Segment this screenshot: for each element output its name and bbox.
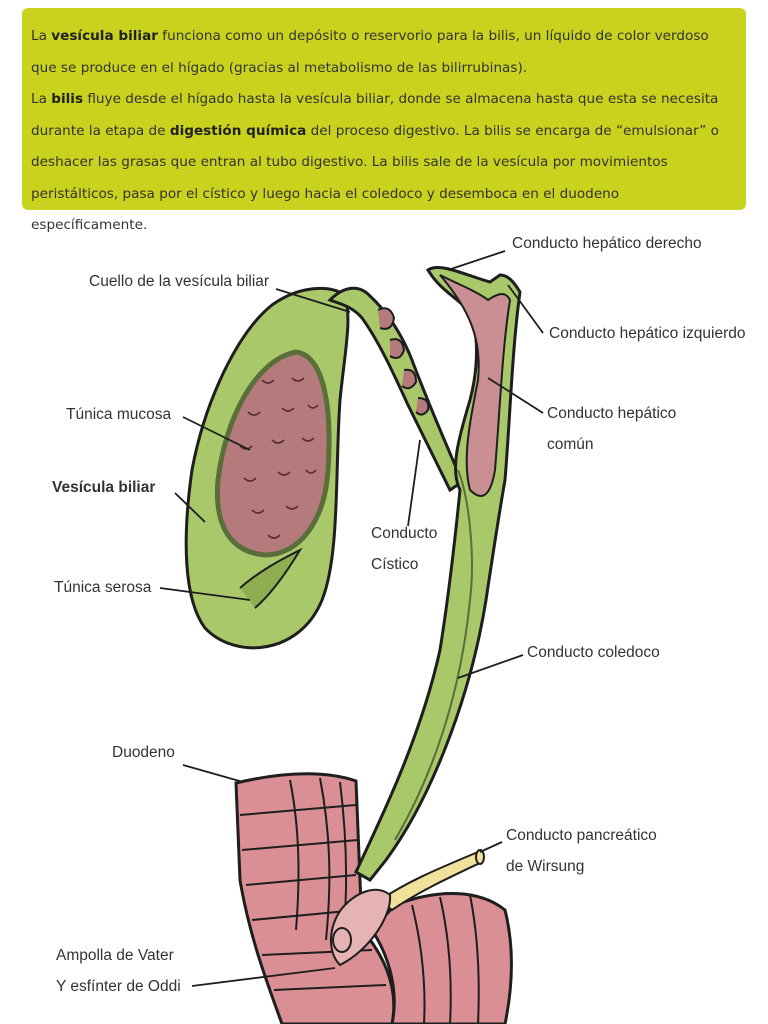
ampulla-of-vater: [329, 888, 392, 967]
label-duodeno: Duodeno: [112, 744, 175, 761]
term-bilis: bilis: [51, 91, 84, 107]
label-conducto-cistico-2: Cístico: [371, 556, 419, 573]
term-digestion-quimica: digestión química: [169, 122, 307, 139]
label-tunica-mucosa: Túnica mucosa: [66, 406, 172, 423]
label-ampolla-vater-2: Y esfínter de Oddi: [56, 978, 181, 995]
label-conducto-hepatico-comun-1: Conducto hepático: [547, 405, 677, 422]
label-conducto-coledoco: Conducto coledoco: [527, 644, 660, 661]
label-cuello-vesicula: Cuello de la vesícula biliar: [89, 273, 270, 290]
label-tunica-serosa: Túnica serosa: [54, 579, 152, 596]
label-conducto-pancreatico-2: de Wirsung: [506, 858, 585, 875]
label-conducto-hepatico-izquierdo: Conducto hepático izquierdo: [549, 325, 746, 342]
label-conducto-pancreatico-1: Conducto pancreático: [506, 827, 657, 844]
label-ampolla-vater-1: Ampolla de Vater: [56, 947, 174, 964]
intro-text-box: La vesícula biliar funciona como un depó…: [22, 8, 746, 233]
leader-lines: [159, 250, 544, 987]
label-vesicula-biliar: Vesícula biliar: [52, 479, 156, 496]
pancreatic-duct: [378, 849, 485, 912]
cystic-duct: [327, 286, 468, 493]
label-conducto-cistico-1: Conducto: [371, 525, 438, 542]
intro-paragraph-1: La vesícula biliar funciona como un depó…: [31, 28, 709, 76]
intro-paragraph-2: La bilis fluye desde el hígado hasta la …: [31, 91, 719, 233]
duodenum-wall: [234, 772, 513, 1024]
label-conducto-hepatico-derecho: Conducto hepático derecho: [512, 235, 702, 252]
label-conducto-hepatico-comun-2: común: [547, 436, 594, 453]
term-vesicula-biliar: vesícula biliar: [51, 28, 158, 44]
gallbladder-body: [184, 286, 350, 650]
hepatic-and-common-bile-duct: [354, 265, 522, 882]
